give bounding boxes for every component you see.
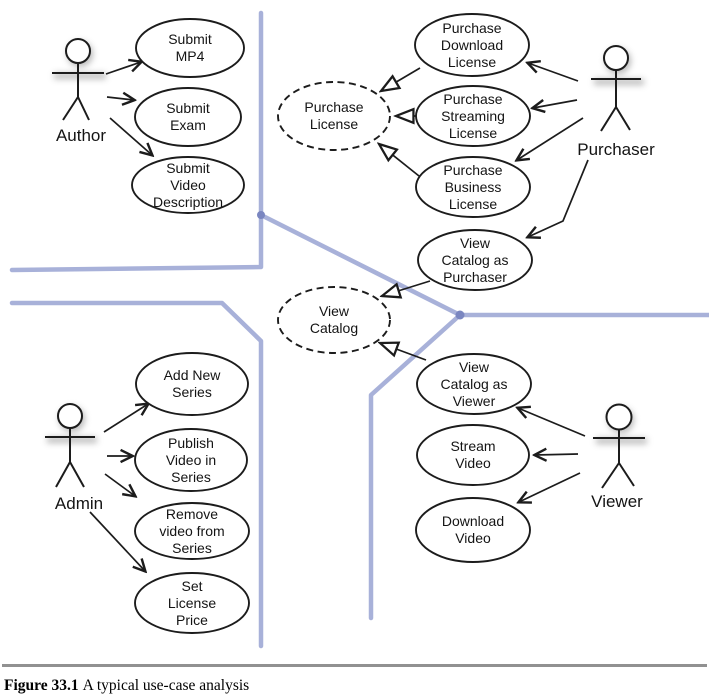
use-case-label: video from [159,523,224,539]
arrow-author-submit-mp4 [105,62,141,75]
use-case-label: Download [442,513,504,529]
use-case-label: Catalog [310,320,358,336]
use-case-stream-video: Stream Video [416,424,530,486]
use-case-label: Purchase [304,99,363,115]
boundary-viewer-quadrant [368,312,463,621]
use-case-label: Description [153,194,223,210]
use-case-label: Series [171,469,211,485]
generalization-vcap-to-view-catalog [382,280,431,296]
actor-admin: Admin [45,403,103,513]
use-case-submit-mp4: Submit MP4 [135,18,245,78]
use-case-label: Set [181,578,202,594]
use-case-view-catalog-as-purchaser: View Catalog as Purchaser [417,229,533,291]
figure-caption-number: Figure 33.1 [4,677,79,694]
use-case-remove-video-from-series: Remove video from Series [134,502,250,560]
use-case-label: License [449,125,497,141]
arrow-purchaser-download-license [528,63,579,82]
generalization-vcav-to-view-catalog [380,343,427,361]
use-case-label: Viewer [453,393,496,409]
use-case-label: Series [172,540,212,556]
use-case-label: Purchase [443,91,502,107]
use-case-label: Submit [168,31,212,47]
use-case-label: MP4 [176,48,205,64]
use-case-label: Stream [450,438,495,454]
use-case-label: Purchase [442,20,501,36]
use-case-view-catalog: View Catalog [277,286,391,354]
use-case-publish-video-in-series: Publish Video in Series [134,428,248,492]
use-case-label: Exam [170,117,206,133]
use-case-label: Business [445,179,502,195]
arrow-author-submit-exam [106,97,134,100]
use-case-download-video: Download Video [415,497,531,563]
arrow-admin-set-license-price [89,511,145,571]
generalization-download-to-purchase-license [381,67,421,91]
boundary-junction-dot-left [257,211,265,219]
arrow-purchaser-streaming-license [533,100,578,108]
use-case-purchase-streaming-license: Purchase Streaming License [415,85,531,147]
use-case-label: Submit [166,160,210,176]
boundary-admin-quadrant [9,300,264,649]
actor-viewer-label: Viewer [591,492,643,511]
arrow-viewer-view-catalog-as-viewer [518,408,586,437]
use-case-label: Video in [166,452,216,468]
use-case-label: Price [176,612,208,628]
use-case-submit-exam: Submit Exam [134,87,242,147]
use-case-label: Purchaser [443,269,507,285]
use-case-label: Add New [164,367,222,383]
use-case-label: Streaming [441,108,505,124]
arrow-viewer-stream-video [535,454,579,455]
figure-caption-text: A typical use-case analysis [83,677,250,694]
boundary-author-quadrant [9,10,264,273]
actor-admin-label: Admin [55,494,103,513]
generalization-business-to-purchase-license [379,144,420,177]
actor-author-label: Author [56,126,106,145]
use-case-submit-video-description: Submit Video Description [131,156,245,214]
use-case-label: Catalog as [441,376,508,392]
use-case-set-license-price: Set License Price [134,572,250,634]
use-case-label: Publish [168,435,214,451]
use-case-add-new-series: Add New Series [135,352,249,416]
boundary-junction-dot-center [455,310,465,320]
use-case-label: License [168,595,216,611]
use-case-label: View [459,359,490,375]
actor-purchaser: Purchaser [577,45,655,159]
use-case-label: Download [441,37,503,53]
arrow-admin-remove-video-from-series [104,473,135,496]
use-case-label: View [319,303,350,319]
use-case-label: Submit [166,100,210,116]
actor-viewer: Viewer [591,403,647,511]
use-case-label: Catalog as [442,252,509,268]
use-case-label: View [460,235,491,251]
use-case-label: License [448,54,496,70]
actor-author: Author [52,38,106,145]
use-case-label: Video [455,455,491,471]
use-case-view-catalog-as-viewer: View Catalog as Viewer [416,353,532,415]
arrow-author-submit-video-description [109,117,152,155]
system-boundaries [9,10,709,649]
use-case-label: Purchase [443,162,502,178]
arrow-admin-add-new-series [103,404,148,433]
arrow-purchaser-business-license [517,117,584,160]
use-case-label: Video [170,177,206,193]
use-case-label: Series [172,384,212,400]
generalizations [379,67,431,361]
use-case-label: License [310,116,358,132]
use-case-purchase-download-license: Purchase Download License [414,13,530,77]
use-case-label: Video [455,530,491,546]
use-cases: Submit MP4 Submit Exam Submit Video Desc… [131,13,533,634]
arrow-viewer-download-video [519,472,581,502]
actor-purchaser-label: Purchaser [577,140,655,159]
arrow-purchaser-view-catalog-as-purchaser [528,159,589,237]
use-case-purchase-license: Purchase License [277,81,391,151]
use-case-label: Remove [166,506,218,522]
use-case-purchase-business-license: Purchase Business License [415,156,531,218]
associations [89,62,589,571]
use-case-label: License [449,196,497,212]
